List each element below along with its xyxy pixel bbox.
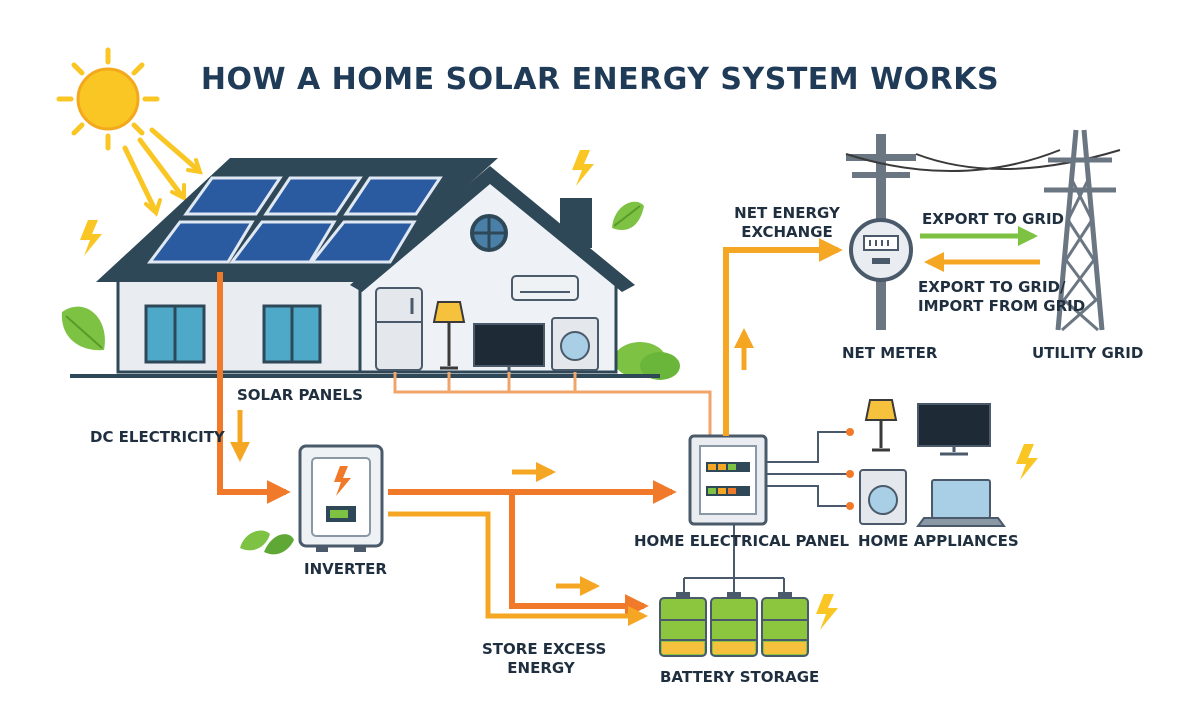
- label-battery-storage: BATTERY STORAGE: [660, 668, 820, 686]
- air-conditioner-icon: [511, 275, 579, 301]
- label-solar-panels: SOLAR PANELS: [237, 386, 363, 404]
- inverter-icon: [298, 444, 384, 552]
- lamp-icon: [432, 301, 466, 370]
- dc-flow-line: [217, 272, 291, 504]
- label-store-excess-line1: STORE EXCESS: [482, 640, 607, 658]
- battery-flow-line-yellow: [388, 511, 648, 626]
- washer-icon: [551, 317, 599, 371]
- fridge-icon: [375, 287, 423, 371]
- battery-flow-line: [509, 492, 649, 618]
- label-home-appliances: HOME APPLIANCES: [858, 532, 1019, 550]
- battery-icon: [761, 592, 809, 657]
- tv-icon: [473, 323, 545, 372]
- panel-battery-wire: [683, 524, 785, 598]
- tv-icon: [917, 403, 991, 456]
- label-store-excess-line2: ENERGY: [507, 659, 575, 677]
- label-net-exchange-line1: NET ENERGY: [734, 204, 840, 222]
- leaf-icon: [612, 201, 644, 230]
- lightning-icon: [572, 150, 594, 186]
- label-net-exchange-line2: EXCHANGE: [741, 223, 833, 241]
- label-inverter: INVERTER: [304, 560, 387, 578]
- washer-icon: [859, 469, 907, 525]
- battery-icon: [710, 592, 758, 657]
- leaf-icon: [240, 530, 294, 555]
- home-wiring: [393, 372, 712, 436]
- bush: [614, 342, 680, 380]
- label-net-meter: NET METER: [842, 344, 938, 362]
- electrical-panel-icon: [688, 434, 768, 526]
- sun-rays-arrows: [122, 127, 203, 217]
- diagram-title: HOW A HOME SOLAR ENERGY SYSTEM WORKS: [200, 62, 1000, 97]
- lamp-icon: [864, 399, 898, 452]
- appliance-wires: [766, 431, 848, 507]
- label-export-import-line2: IMPORT FROM GRID: [918, 297, 1086, 315]
- solar-panel-icon: [147, 176, 443, 264]
- label-export-to-grid: EXPORT TO GRID: [922, 210, 1064, 228]
- label-utility-grid: UTILITY GRID: [1032, 344, 1144, 362]
- label-export-import-line1: EXPORT TO GRID/: [918, 278, 1066, 296]
- label-dc-electricity: DC ELECTRICITY: [90, 428, 225, 446]
- label-export-import: EXPORT TO GRID/ IMPORT FROM GRID: [918, 278, 1085, 316]
- net-meter-icon: [849, 218, 913, 282]
- label-home-electrical-panel: HOME ELECTRICAL PANEL: [634, 532, 850, 550]
- net-exchange-line: [723, 238, 843, 436]
- transmission-tower-icon: [1044, 129, 1116, 332]
- label-store-excess-energy: STORE EXCESS ENERGY: [482, 640, 607, 678]
- lightning-icon: [1016, 444, 1038, 480]
- lightning-icon: [816, 594, 838, 630]
- sun-icon: [56, 47, 160, 151]
- home-wiring-drops: [447, 372, 577, 392]
- lightning-icon: [80, 220, 102, 256]
- leaf-icon: [61, 306, 105, 351]
- wire-terminals: [846, 428, 854, 510]
- battery-icon: [659, 592, 707, 657]
- laptop-icon: [916, 479, 1006, 527]
- label-net-energy-exchange: NET ENERGY EXCHANGE: [730, 204, 844, 242]
